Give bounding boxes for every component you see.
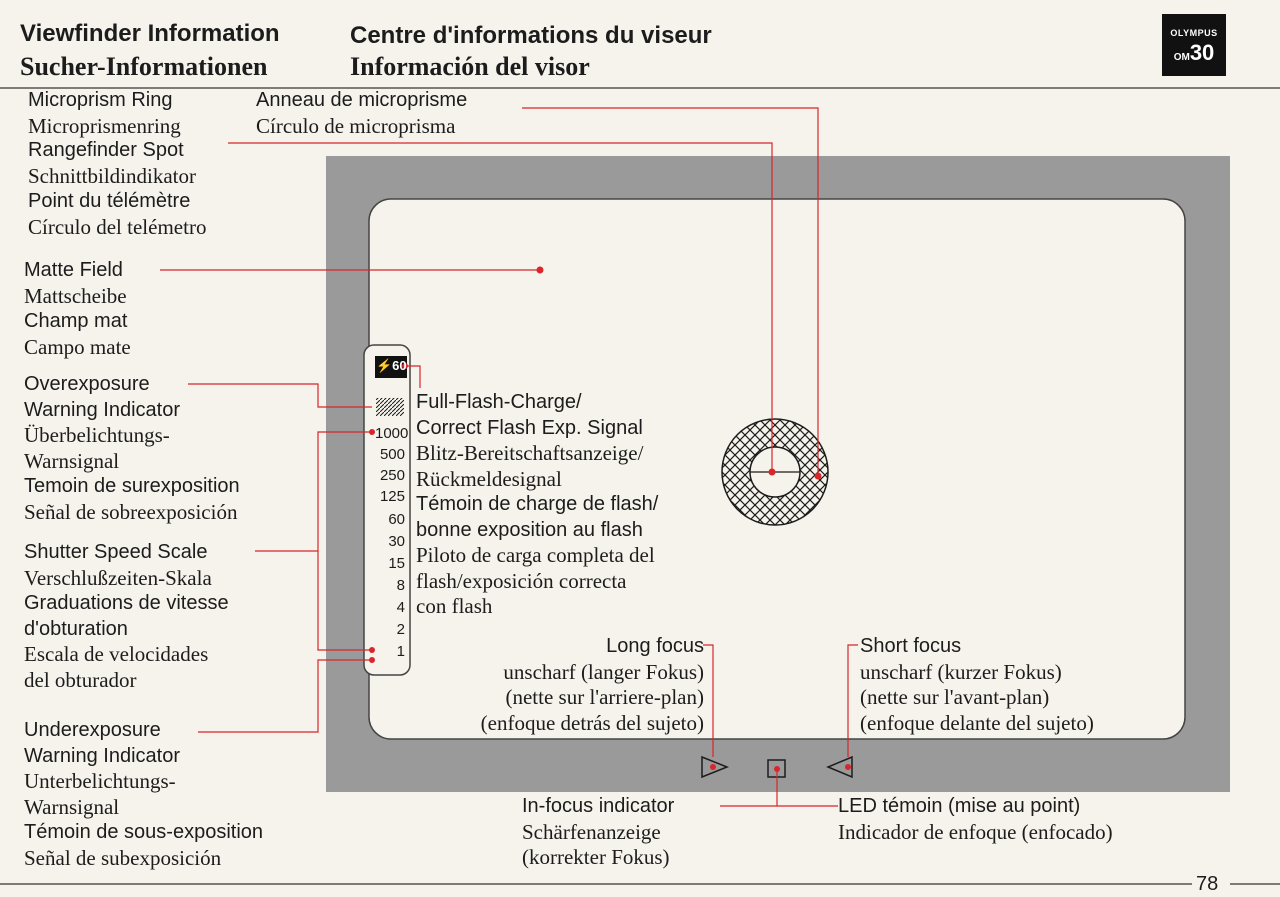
label-shutter-scale: Shutter Speed Scale Verschlußzeiten-Skal…	[24, 541, 229, 692]
label-rangefinder: Rangefinder Spot Schnittbildindikator Po…	[28, 139, 207, 239]
label-microprism-fr-es: Anneau de microprisme Círculo de micropr…	[256, 89, 468, 138]
label-microprism: Microprism Ring Microprismenring	[28, 89, 181, 138]
olympus-logo: OLYMPUS OM30	[1162, 14, 1226, 76]
shutter-250: 250	[379, 467, 405, 484]
shutter-1: 1	[396, 643, 405, 660]
model-number: 30	[1189, 40, 1215, 65]
shutter-scale-panel	[363, 344, 411, 676]
label-long-focus: Long focus unscharf (langer Fokus) (nett…	[480, 635, 704, 735]
model-prefix: OM	[1173, 52, 1190, 63]
title-fr: Centre d'informations du viseur	[350, 22, 712, 49]
shutter-60: 60	[388, 511, 405, 528]
label-led: LED témoin (mise au point) Indicador de …	[838, 795, 1113, 844]
pointer-dots	[369, 266, 851, 772]
flash-icon-label: ⚡60	[376, 358, 407, 373]
label-underexposure: Underexposure Warning Indicator Unterbel…	[24, 719, 264, 870]
title-de: Sucher-Informationen	[20, 52, 268, 81]
shutter-500: 500	[379, 446, 405, 463]
label-in-focus: In-focus indicator Schärfenanzeige (korr…	[522, 795, 675, 869]
label-short-focus: Short focus unscharf (kurzer Fokus) (net…	[860, 635, 1094, 735]
long-focus-arrow	[701, 755, 730, 779]
title-es: Información del visor	[350, 52, 590, 81]
label-overexposure: Overexposure Warning Indicator Überbelic…	[24, 373, 240, 524]
label-flash-signal: Full-Flash-Charge/ Correct Flash Exp. Si…	[416, 391, 659, 618]
flash-signal-icon	[375, 356, 407, 378]
label-matte-field: Matte Field Mattscheibe Champ mat Campo …	[24, 259, 131, 359]
shutter-30: 30	[388, 533, 405, 550]
overexposure-warning-icon	[376, 398, 404, 416]
shutter-15: 15	[388, 555, 405, 572]
shutter-2: 2	[396, 621, 405, 638]
pointer-lines	[160, 107, 858, 807]
shutter-125: 125	[379, 488, 405, 505]
page-number: 78	[1196, 873, 1219, 895]
shutter-8: 8	[396, 577, 405, 594]
shutter-1000: 1000	[375, 425, 409, 442]
title-en: Viewfinder Information	[20, 20, 280, 47]
short-focus-arrow	[826, 755, 853, 779]
brand-name: OLYMPUS	[1170, 28, 1218, 38]
shutter-4: 4	[396, 599, 405, 616]
